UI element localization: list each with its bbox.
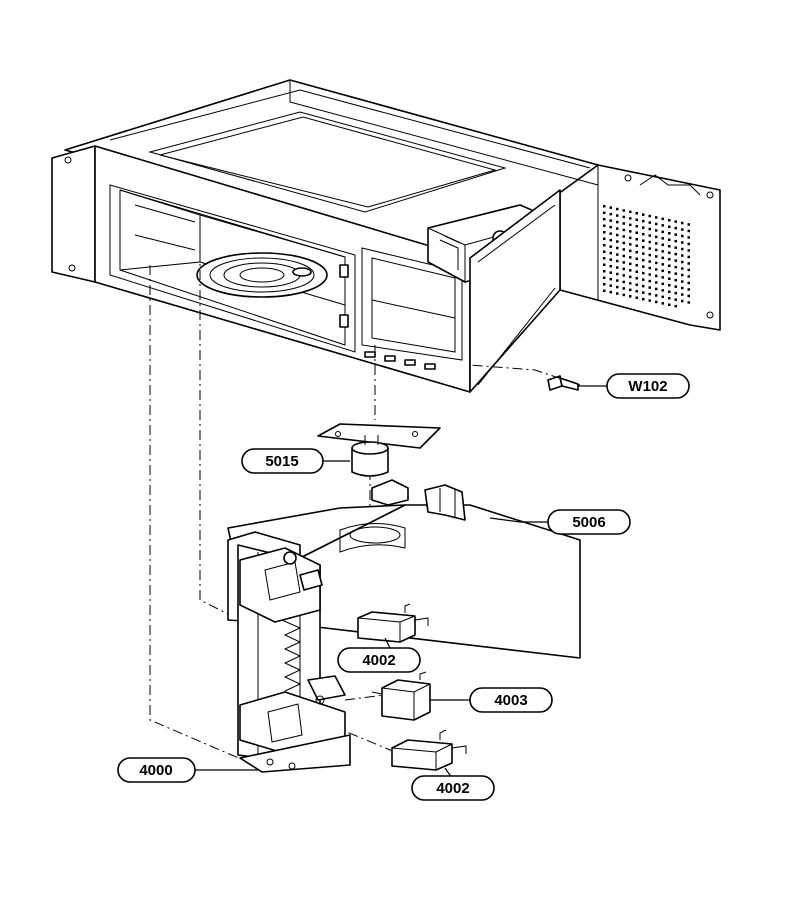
callout-4000: 4000 — [117, 757, 196, 783]
ventilation-grille — [603, 205, 690, 308]
switch-4002-upper — [357, 603, 429, 643]
switch-4003 — [371, 671, 431, 721]
oven-cavity-assembly — [51, 79, 721, 393]
callout-w102: W102 — [606, 373, 690, 399]
latch-bracket-4000 — [227, 531, 351, 773]
callout-w102-label: W102 — [628, 378, 667, 395]
callout-4002-lower: 4002 — [411, 775, 495, 801]
motor-5015 — [317, 423, 441, 477]
callout-4002-upper-label: 4002 — [362, 652, 395, 669]
callout-4003-label: 4003 — [494, 692, 527, 709]
callout-5006: 5006 — [547, 509, 631, 535]
callout-5015: 5015 — [241, 448, 324, 474]
callout-4000-label: 4000 — [139, 762, 172, 779]
turntable — [196, 252, 328, 298]
callout-5015-label: 5015 — [265, 453, 298, 470]
callout-4002-upper: 4002 — [337, 647, 421, 673]
callout-5006-label: 5006 — [572, 514, 605, 531]
callout-4002-lower-label: 4002 — [436, 780, 469, 797]
leader-lines — [195, 385, 607, 779]
callout-4003: 4003 — [469, 687, 553, 713]
switch-4002-lower — [391, 729, 467, 771]
